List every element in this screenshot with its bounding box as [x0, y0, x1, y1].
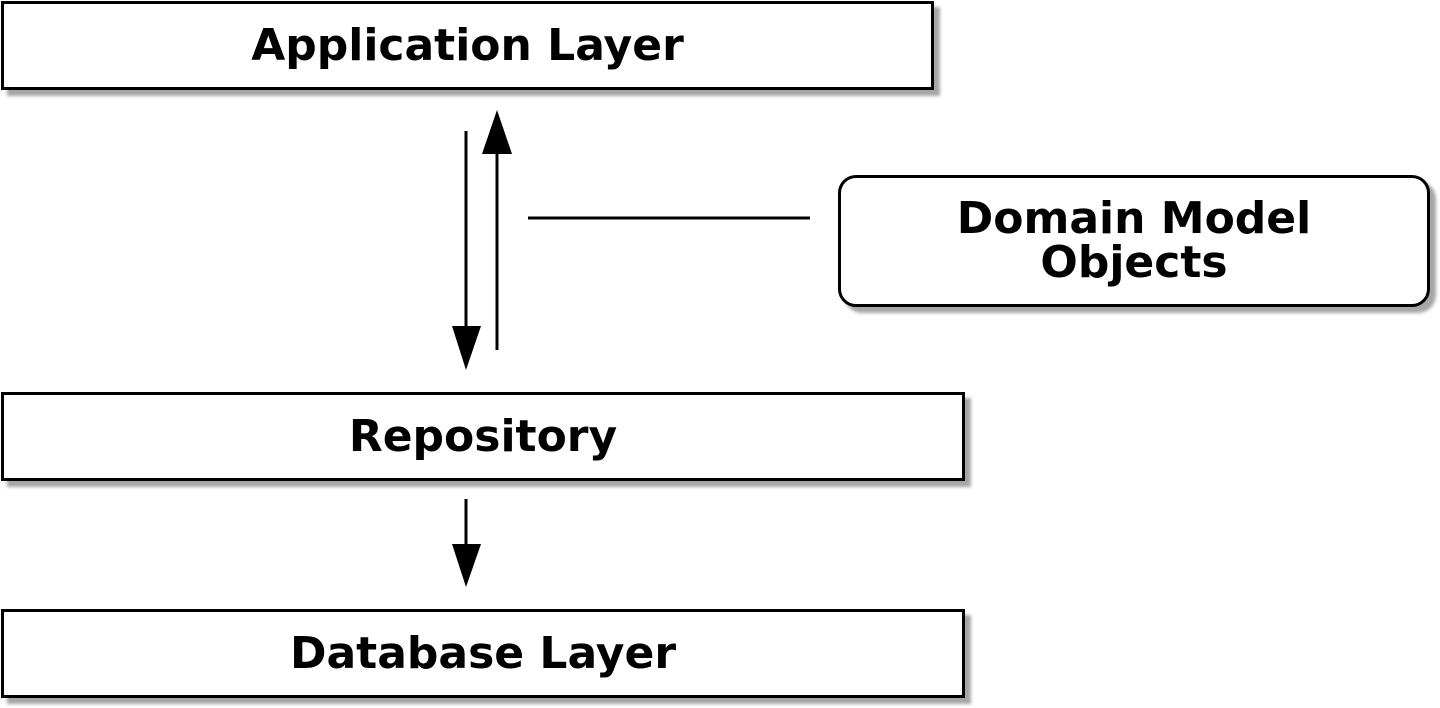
arrow-repo-to-app: [482, 110, 512, 350]
database-layer-box: Database Layer: [1, 609, 965, 698]
domain-model-objects-box: Domain Model Objects: [838, 175, 1430, 307]
arrow-app-to-repo: [452, 131, 481, 370]
application-layer-box: Application Layer: [1, 1, 934, 90]
arrow-repo-to-db: [452, 499, 481, 587]
repository-label: Repository: [348, 411, 618, 462]
repository-box: Repository: [1, 392, 965, 481]
domain-model-label-line1: Domain Model: [956, 193, 1312, 244]
domain-model-label-line2: Objects: [1040, 237, 1228, 288]
application-layer-label: Application Layer: [251, 20, 684, 71]
database-layer-label: Database Layer: [289, 628, 677, 679]
